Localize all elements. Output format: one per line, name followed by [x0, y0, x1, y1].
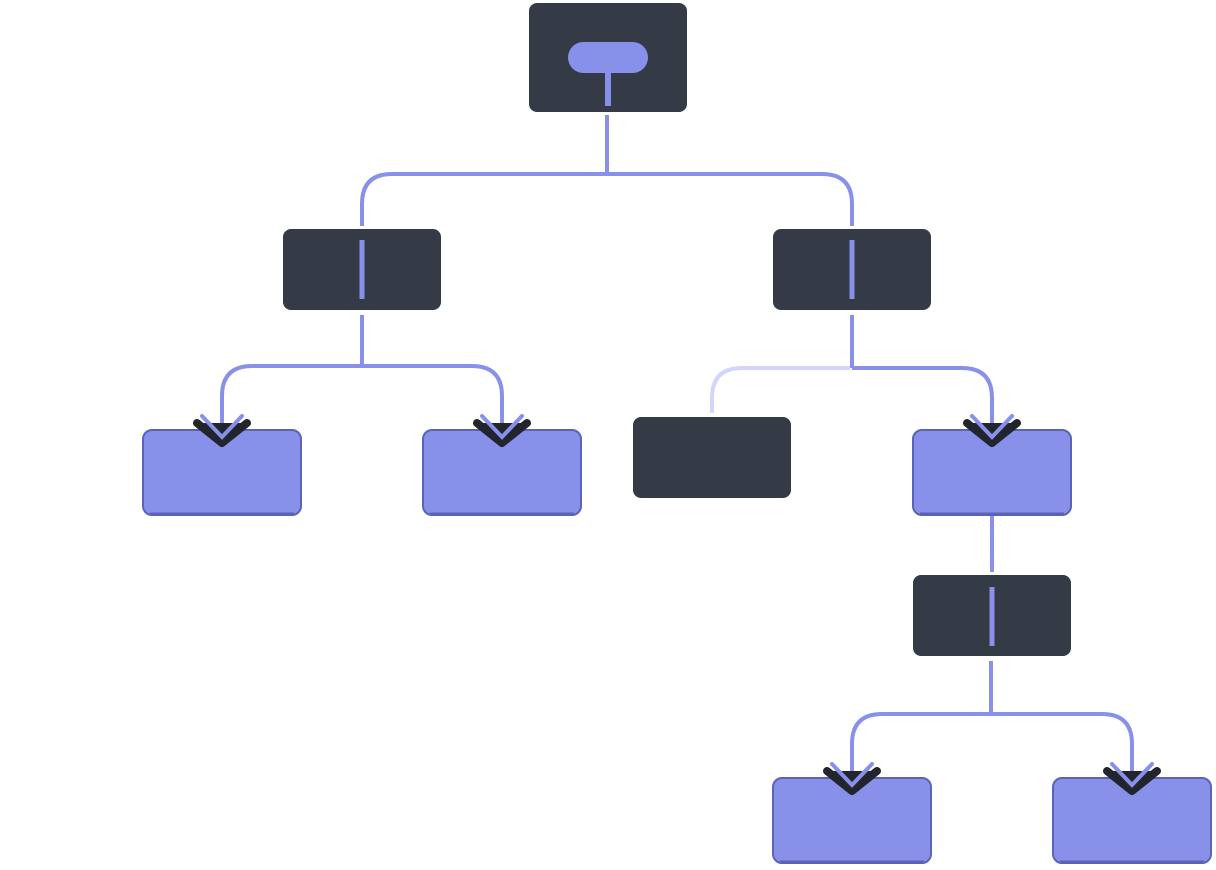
arrowhead-leaf-1	[200, 414, 244, 440]
arrowhead-leaf-4	[830, 762, 874, 788]
edge-root-right	[607, 172, 854, 226]
edge-to-leaf-5	[991, 712, 1134, 788]
arrowhead-leaf-2	[480, 414, 524, 440]
arrowhead-shadow-leaf-4	[823, 767, 881, 795]
edge-to-leaf-3	[852, 366, 994, 440]
edge-to-leaf-2	[362, 364, 504, 440]
arrowhead-leaf-3	[970, 414, 1014, 440]
arrowhead-shadow-leaf-2	[473, 419, 531, 447]
arrowhead-shadow-leaf-5	[1103, 767, 1161, 795]
edge-to-leaf-4	[850, 712, 991, 788]
pill-icon	[568, 42, 648, 73]
arrowhead-leaf-5	[1110, 762, 1154, 788]
arrowhead-shadow-leaf-1	[193, 419, 251, 447]
faded-edge-to-inactive-node	[710, 366, 850, 413]
edge-root-left	[360, 172, 607, 226]
pill-stem	[605, 72, 611, 106]
edge-to-leaf-1	[220, 364, 362, 440]
inactive-node	[633, 417, 791, 498]
arrowhead-shadow-leaf-3	[963, 419, 1021, 447]
